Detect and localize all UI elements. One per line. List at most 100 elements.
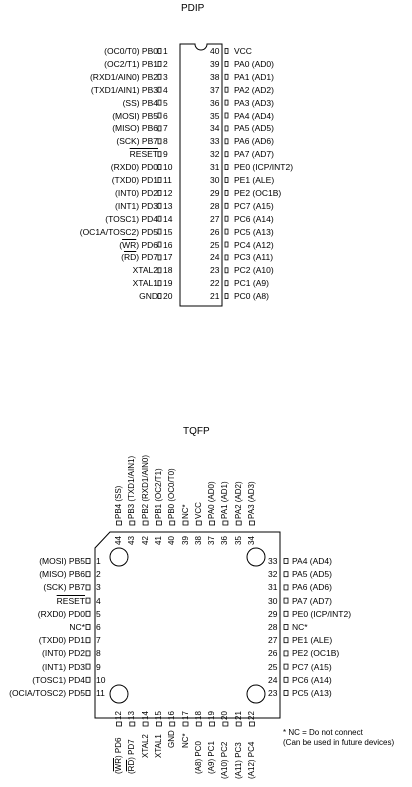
pin-label: PA6 (AD6) xyxy=(234,136,274,147)
pin-number: 37 xyxy=(207,536,217,545)
pin-number: 1 xyxy=(96,556,101,566)
pin-number: 6 xyxy=(96,622,101,632)
pin-label: PB1 (OC2/T1) xyxy=(153,468,163,519)
pin-stub xyxy=(283,610,289,617)
pin-stub xyxy=(224,254,229,261)
pin-stub xyxy=(224,112,229,119)
pin-number: 28 xyxy=(268,622,278,632)
pin-stub xyxy=(224,86,229,93)
pin-label: (OC0/T0) PB0 xyxy=(104,46,158,56)
pin-number: 8 xyxy=(96,648,101,659)
pin-stub xyxy=(224,280,229,287)
pin-stub xyxy=(283,676,289,683)
pin-label: PC7 (A15) xyxy=(292,661,332,672)
pin-label: NC* xyxy=(292,622,308,632)
pin-stub xyxy=(157,293,162,300)
pin-stub xyxy=(224,267,229,274)
pin-stub xyxy=(157,164,162,171)
pin-label: VCC xyxy=(193,502,203,519)
pin-label: (INT0) PD2 xyxy=(115,187,158,198)
pin-label: PC1 (A9) xyxy=(234,278,269,289)
pin-stub xyxy=(129,721,136,727)
pin-number: 17 xyxy=(180,711,190,720)
pin-label: PC5 (A13) xyxy=(292,688,332,698)
pin-number: 26 xyxy=(210,226,220,237)
pin-label: PA1 (AD1) xyxy=(234,71,274,82)
pin-number: 32 xyxy=(268,569,278,580)
pin-label: (MOSI) PB5 xyxy=(112,110,158,121)
nc-note-line2: (Can be used in future devices) xyxy=(283,738,395,747)
pin-number: 20 xyxy=(220,711,230,720)
pin-stub xyxy=(157,73,162,80)
pin-number: 3 xyxy=(163,71,168,82)
pin-number: 29 xyxy=(268,608,278,619)
pin-label: PB4 (SS) xyxy=(114,485,123,519)
pin-stub xyxy=(224,151,229,158)
pin-stub xyxy=(283,650,289,657)
pin-number: 7 xyxy=(96,635,101,646)
pin-number: 21 xyxy=(233,711,243,720)
pin-stub xyxy=(209,721,216,727)
pin-stub xyxy=(85,597,91,604)
pin-label: PA3 (AD3) xyxy=(247,481,256,519)
pin-label: PA6 (AD6) xyxy=(292,582,332,593)
pin-number: 21 xyxy=(210,291,220,302)
pin-number: 39 xyxy=(180,536,190,545)
pin-label: (INT1) PD3 xyxy=(42,661,85,672)
pin-number: 16 xyxy=(163,239,173,250)
pin-number: 38 xyxy=(193,536,203,545)
pin-label: PA1 (AD1) xyxy=(220,481,230,519)
pin-stub xyxy=(283,637,289,644)
pin-number: 7 xyxy=(163,123,168,134)
pin-label: (RXD0) PD0 xyxy=(37,608,85,619)
pin-number: 9 xyxy=(96,661,101,672)
pin-number: 15 xyxy=(153,711,163,720)
pin-number: 32 xyxy=(210,149,220,160)
pin-number: 37 xyxy=(210,84,220,95)
pin-stub xyxy=(224,48,229,54)
pin-label: PB0 (OC0/T0) xyxy=(167,468,177,519)
pin-number: 36 xyxy=(220,536,230,545)
pin-number: 11 xyxy=(96,688,105,698)
pin-label: PA2 (AD2) xyxy=(234,84,274,95)
pin-stub xyxy=(283,663,289,670)
pin-label: (INT1) PD3 xyxy=(115,200,158,211)
pin-label: (A10) PC2 xyxy=(220,741,230,779)
pin-stub xyxy=(142,520,149,526)
pin-stub xyxy=(224,61,229,67)
pin-stub xyxy=(157,151,162,158)
pin-stub xyxy=(182,721,189,727)
pin-stub xyxy=(85,637,91,644)
pin-stub xyxy=(85,584,91,591)
tqfp-body xyxy=(94,531,281,719)
pin-stub xyxy=(224,228,229,235)
pin-number: 10 xyxy=(163,162,173,173)
pin-label: XTAL2 xyxy=(132,265,158,276)
pin-number: 6 xyxy=(163,110,168,121)
pin-stub xyxy=(283,597,289,604)
pin-stub xyxy=(155,721,162,727)
pin-stub xyxy=(157,138,162,145)
pin-number: 33 xyxy=(210,136,220,147)
pin-label: (RD) PD7 xyxy=(127,738,137,774)
pin-number: 31 xyxy=(268,582,278,593)
pin-number: 8 xyxy=(163,136,168,147)
pin-label: (A11) PC3 xyxy=(233,742,243,779)
pin-number: 25 xyxy=(210,239,220,250)
pin-label: XTAL1 xyxy=(132,278,158,289)
pin-label: PE2 (OC1B) xyxy=(234,187,282,198)
pin-number: 4 xyxy=(96,595,101,606)
pin-number: 34 xyxy=(210,123,220,134)
pin-label: PC2 (A10) xyxy=(234,265,274,276)
pdip-body xyxy=(179,43,223,307)
pin-stub xyxy=(235,520,242,526)
tqfp-corner-circle-tr xyxy=(246,547,266,567)
pin-stub xyxy=(116,721,122,727)
pin-stub xyxy=(85,624,91,630)
pin-number: 2 xyxy=(163,58,168,69)
pin-stub xyxy=(157,267,162,274)
pin-number: 13 xyxy=(163,200,173,211)
pin-number: 26 xyxy=(268,648,278,659)
pin-stub xyxy=(85,571,91,578)
pin-number: 18 xyxy=(163,265,173,276)
